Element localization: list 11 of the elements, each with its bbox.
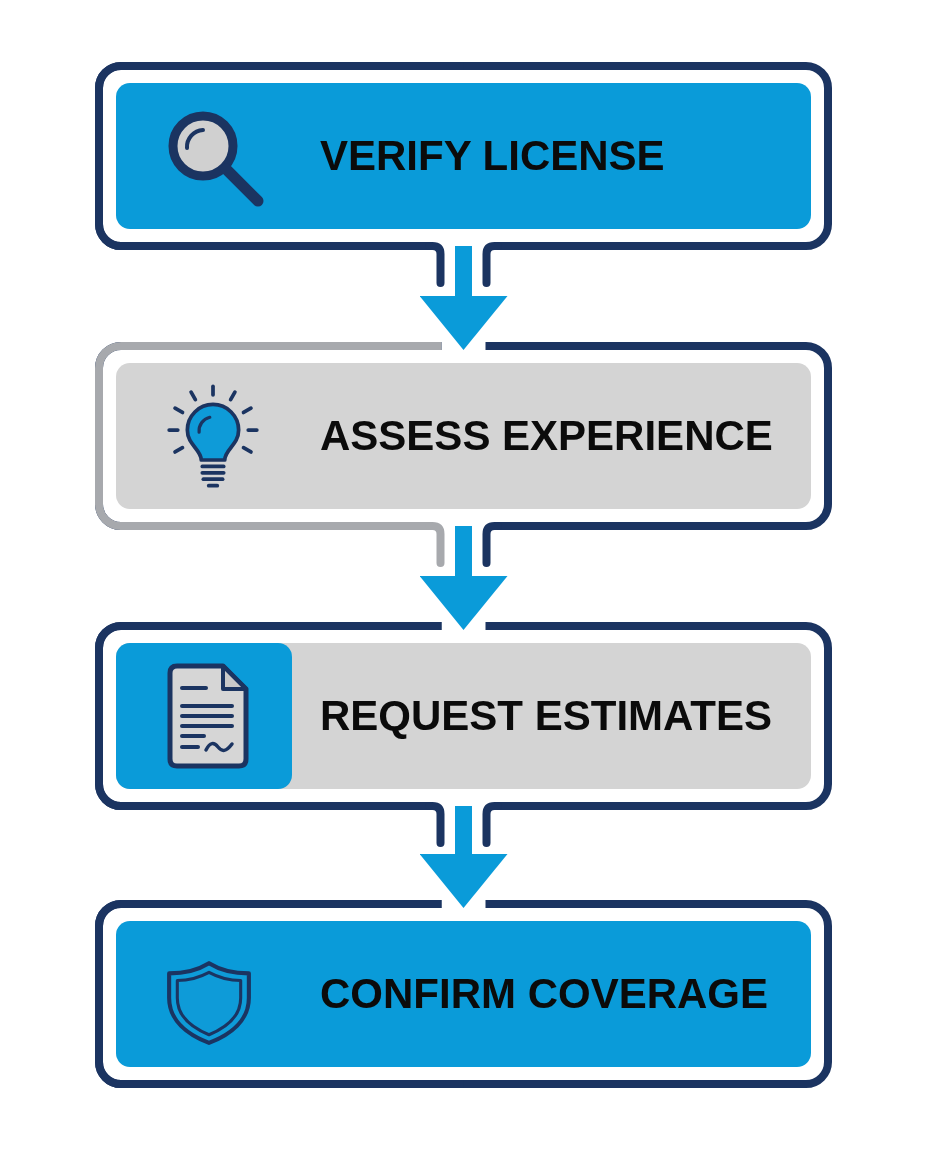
step-box bbox=[95, 900, 832, 1088]
step-box bbox=[95, 342, 832, 530]
arrow bbox=[419, 526, 508, 630]
step-box bbox=[95, 62, 832, 250]
step-label: VERIFY LICENSE bbox=[320, 135, 665, 177]
step-label: REQUEST ESTIMATES bbox=[320, 695, 772, 737]
step-box bbox=[95, 622, 832, 810]
step-label: ASSESS EXPERIENCE bbox=[320, 415, 773, 457]
step-label: CONFIRM COVERAGE bbox=[320, 973, 768, 1015]
arrow bbox=[419, 806, 508, 908]
arrow bbox=[419, 246, 508, 350]
